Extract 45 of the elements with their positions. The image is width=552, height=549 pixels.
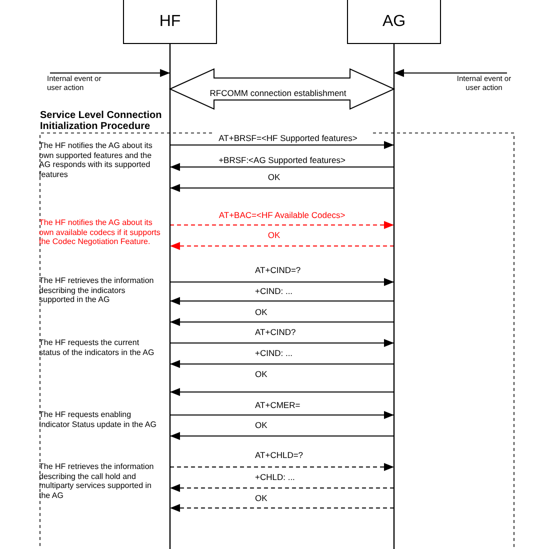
message-arrow [170,432,394,440]
step-description: The HF retrieves the information describing the indicators supported in the AG [39,276,155,304]
edge-label: AT+CHLD=? [254,450,304,460]
edge-label: OK [254,420,268,430]
step-description: The HF requests the current status of the indicators in the AG [39,338,156,357]
participant-box: HF [123,0,217,44]
edge-label: OK [266,172,282,182]
step-description: The HF notifies the AG about its own available codecs if it supports the Codec Negotiation Feature. [39,218,162,246]
edge-label: AT+BAC=<HF Available Codecs> [218,210,346,220]
step-description: The HF retrieves the information describing the call hold and multiparty services supported in the AG [39,462,155,500]
edge-label: OK [254,369,268,379]
participant-box: AG [347,0,441,44]
step-description: The HF notifies the AG about its own supported features and the AG responds with its supported features [39,141,154,179]
message-arrow [170,388,394,396]
edge-label: OK [254,493,268,503]
frame-title: Service Level Connection Initialization Procedure [40,110,163,132]
edge-label: AT+CIND? [254,327,297,337]
message-arrow [394,69,507,77]
message-arrow [170,484,394,492]
edge-label: +BRSF:<AG Supported features> [218,155,346,165]
message-arrow [170,221,394,229]
message-arrow [170,411,394,419]
message-arrow [170,297,394,305]
edge-label: OK [266,230,282,240]
message-arrow [170,278,394,286]
step-description: The HF requests enabling Indicator Status update in the AG [39,410,158,429]
message-arrow [170,242,394,250]
edge-label: +CIND: ... [254,286,294,296]
edge-label: RFCOMM connection establishment [208,88,348,98]
message-arrow [170,318,394,326]
connection-arrow [168,68,396,110]
edge-label: +CHLD: ... [254,472,296,482]
message-arrow [170,360,394,368]
edge-label: AT+CMER= [254,400,302,410]
message-arrow [170,184,394,192]
message-arrow [170,339,394,347]
edge-label: AT+CIND=? [254,265,302,275]
edge-label: +CIND: ... [254,348,294,358]
edge-label: OK [254,307,268,317]
message-arrow [170,463,394,471]
message-arrow [170,141,394,149]
message-arrow [170,504,394,512]
edge-label: AT+BRSF=<HF Supported features> [218,133,358,143]
message-arrow [170,163,394,171]
message-arrow [50,69,170,77]
